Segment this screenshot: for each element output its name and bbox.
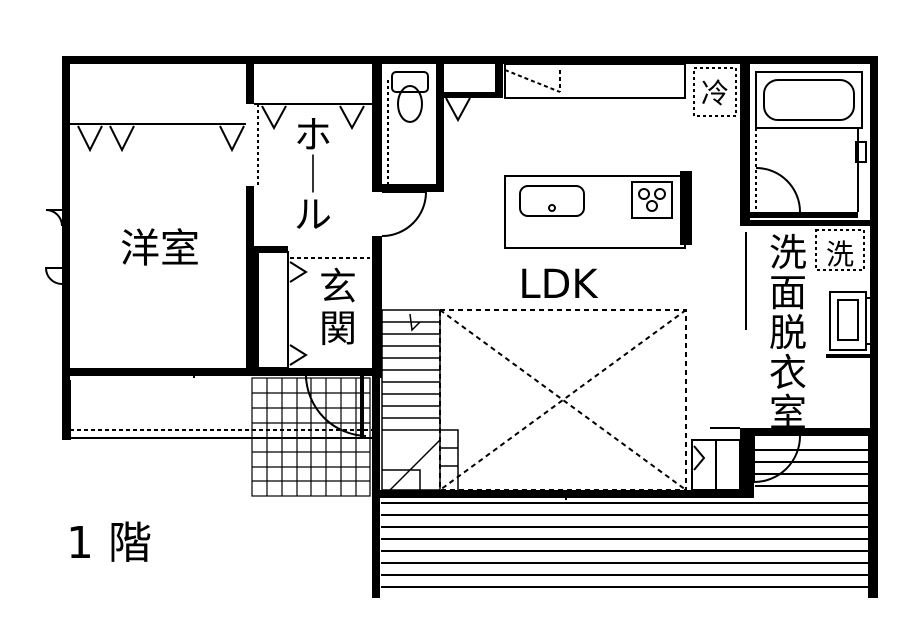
western-room-label: 洋室	[120, 226, 200, 272]
washroom-label-1: 洗	[769, 231, 807, 275]
entrance-label-2: 関	[319, 307, 357, 351]
washroom-label-5: 室	[769, 391, 807, 435]
hall-label-2: ｜	[294, 153, 332, 197]
western-room-closet	[69, 123, 372, 440]
washroom-label-3: 脱	[769, 311, 807, 355]
washer-label: 洗	[826, 238, 854, 271]
entrance-label: 玄 関	[319, 265, 357, 351]
entrance-label-1: 玄	[319, 265, 357, 309]
deck	[381, 449, 870, 588]
floor-label: 1 階	[66, 518, 152, 569]
entrance-door	[305, 375, 367, 438]
void-area	[439, 309, 687, 491]
western-room-left-windows	[44, 209, 63, 285]
fridge-label: 冷	[701, 77, 729, 110]
bathtub	[755, 71, 867, 213]
washroom-label-4: 衣	[769, 351, 807, 395]
kitchen-island	[504, 171, 692, 249]
stairs	[381, 309, 459, 491]
hall-label-1: ホ	[294, 113, 332, 157]
kitchen-back-counter	[445, 63, 686, 123]
ldk-sliding-window	[478, 490, 652, 500]
walls	[62, 56, 878, 598]
washroom-fixtures	[745, 229, 875, 484]
ldk-storage	[691, 427, 741, 491]
ldk-label: LDK	[518, 262, 599, 308]
hall-closet	[254, 103, 372, 186]
entrance-shoe-cabinet	[257, 251, 370, 369]
fridge: 冷	[693, 67, 737, 117]
washroom-label-2: 面	[769, 271, 807, 315]
hall-label-3: ル	[294, 193, 332, 237]
toilet	[381, 71, 429, 237]
washroom-label: 洗 面 脱 衣 室	[769, 231, 807, 435]
hall-label: ホ ｜ ル	[294, 113, 332, 237]
